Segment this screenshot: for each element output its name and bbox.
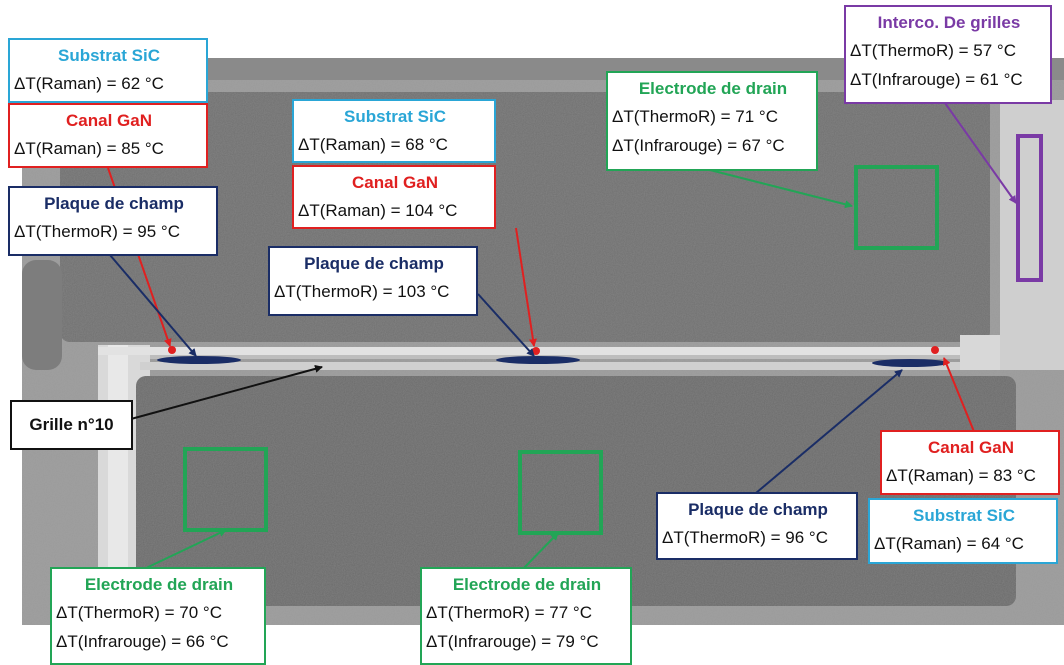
canal-gan-box-3: Canal GaN ΔT(Raman) = 83 °C xyxy=(880,430,1060,495)
box-title: Canal GaN xyxy=(352,173,438,192)
box-title: Electrode de drain xyxy=(638,79,788,98)
grille-label-box: Grille n°10 xyxy=(10,400,133,450)
canal-gan-box-2: Canal GaN ΔT(Raman) = 104 °C xyxy=(292,165,496,229)
box-title: Canal GaN xyxy=(66,111,152,130)
box-title: Plaque de champ xyxy=(688,500,828,519)
box-value: ΔT(Raman) = 83 °C xyxy=(886,466,1036,485)
box-value: ΔT(ThermoR) = 70 °C xyxy=(56,603,222,622)
box-value: ΔT(Infrarouge) = 67 °C xyxy=(612,136,785,155)
electrode-de-drain-box-top: Electrode de drain ΔT(ThermoR) = 71 °C Δ… xyxy=(606,71,818,171)
electrode-de-drain-box-bottom-left: Electrode de drain ΔT(ThermoR) = 70 °C Δ… xyxy=(50,567,266,665)
substrat-sic-box-2: Substrat SiC ΔT(Raman) = 68 °C xyxy=(292,99,496,163)
box-value: ΔT(Raman) = 62 °C xyxy=(14,74,164,93)
box-value: ΔT(ThermoR) = 71 °C xyxy=(612,107,778,126)
box-title: Interco. De grilles xyxy=(877,13,1021,32)
box-value: ΔT(Raman) = 68 °C xyxy=(298,135,448,154)
box-value: ΔT(Raman) = 104 °C xyxy=(298,201,458,220)
box-value: ΔT(ThermoR) = 95 °C xyxy=(14,222,180,241)
substrat-sic-box-3: Substrat SiC ΔT(Raman) = 64 °C xyxy=(868,498,1058,564)
box-value: ΔT(Infrarouge) = 79 °C xyxy=(426,632,599,651)
plaque-de-champ-box-2: Plaque de champ ΔT(ThermoR) = 103 °C xyxy=(268,246,478,316)
box-title: Substrat SiC xyxy=(343,107,447,126)
box-value: ΔT(ThermoR) = 57 °C xyxy=(850,41,1016,60)
box-title: Electrode de drain xyxy=(452,575,602,594)
plaque-de-champ-box-1: Plaque de champ ΔT(ThermoR) = 95 °C xyxy=(8,186,218,256)
box-title: Substrat SiC xyxy=(912,506,1016,525)
plaque-de-champ-box-3: Plaque de champ ΔT(ThermoR) = 96 °C xyxy=(656,492,858,560)
box-value: ΔT(Infrarouge) = 61 °C xyxy=(850,70,1023,89)
box-title: Electrode de drain xyxy=(84,575,234,594)
box-title: Canal GaN xyxy=(928,438,1014,457)
box-title: Plaque de champ xyxy=(304,254,444,273)
box-value: ΔT(ThermoR) = 96 °C xyxy=(662,528,828,547)
box-title: Plaque de champ xyxy=(44,194,184,213)
canal-gan-box-1: Canal GaN ΔT(Raman) = 85 °C xyxy=(8,103,208,168)
interco-de-grilles-box: Interco. De grilles ΔT(ThermoR) = 57 °C … xyxy=(844,5,1052,104)
electrode-de-drain-box-bottom-middle: Electrode de drain ΔT(ThermoR) = 77 °C Δ… xyxy=(420,567,632,665)
box-value: ΔT(Raman) = 64 °C xyxy=(874,534,1024,553)
box-value: ΔT(ThermoR) = 77 °C xyxy=(426,603,592,622)
box-value: ΔT(ThermoR) = 103 °C xyxy=(274,282,450,301)
box-value: ΔT(Raman) = 85 °C xyxy=(14,139,164,158)
box-title: Substrat SiC xyxy=(57,46,161,65)
substrat-sic-box-1: Substrat SiC ΔT(Raman) = 62 °C xyxy=(8,38,208,103)
box-value: ΔT(Infrarouge) = 66 °C xyxy=(56,632,229,651)
